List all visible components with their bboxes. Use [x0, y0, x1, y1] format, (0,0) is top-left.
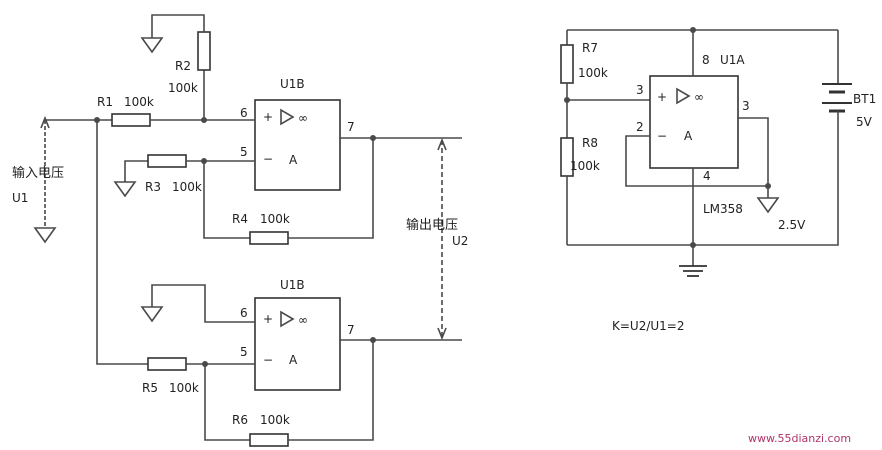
wire-u1a-out	[738, 117, 769, 186]
opamp-u1a-minus-sign: −	[657, 129, 667, 143]
r1-label: R1	[97, 95, 113, 109]
ground-bottom-icon	[140, 306, 164, 323]
wire-r3-ground	[124, 160, 148, 182]
r5-label: R5	[142, 381, 158, 395]
output-arrow-down-icon	[437, 327, 447, 341]
opamp-bottom-name: U1B	[280, 278, 305, 292]
ref-ground-icon	[756, 197, 780, 214]
output-arrow-up-icon	[437, 137, 447, 151]
gain-formula: K=U2/U1=2	[612, 319, 685, 333]
ref-voltage-label: 2.5V	[778, 218, 806, 232]
battery-name: BT1	[853, 92, 876, 106]
chip-name: LM358	[703, 202, 743, 216]
opamp-top-minus-sign: −	[263, 152, 273, 166]
opamp-top-infinity: ∞	[298, 111, 308, 125]
wire-r4-left	[203, 161, 250, 239]
opamp-top-body	[254, 99, 341, 191]
wire-input-to-r5	[96, 120, 148, 365]
wire-r6-right	[288, 340, 374, 441]
input-voltage-name: U1	[12, 191, 28, 205]
resistor-r5	[147, 357, 187, 371]
opamp-u1a-pin-gnd: 4	[703, 169, 711, 183]
r7-value: 100k	[578, 66, 608, 80]
opamp-u1a-pin-out: 3	[742, 99, 750, 113]
battery-value: 5V	[856, 115, 873, 129]
opamp-top-plus-sign: +	[263, 110, 273, 124]
opamp-u1a-plus-sign: +	[657, 90, 667, 104]
opamp-bottom-minus-sign: −	[263, 353, 273, 367]
opamp-u1a-amp-letter: A	[684, 129, 693, 143]
r2-label: R2	[175, 59, 191, 73]
r1-value: 100k	[124, 95, 154, 109]
junction-output-bottom	[370, 337, 376, 343]
opamp-u1a-pin-minus: 2	[636, 120, 644, 134]
opamp-u1a-pin-plus: 3	[636, 83, 644, 97]
resistor-r2	[197, 31, 211, 71]
opamp-bottom-pin-minus: 5	[240, 345, 248, 359]
ground-r3-icon	[113, 181, 137, 198]
opamp-bottom-plus-sign: +	[263, 312, 273, 326]
resistor-r1	[111, 113, 151, 127]
r5-value: 100k	[169, 381, 199, 395]
resistor-r7	[560, 44, 574, 84]
ground-r2-icon	[140, 37, 164, 54]
resistor-r4	[249, 231, 289, 245]
opamp-u1a-triangle-icon	[676, 87, 691, 105]
r4-label: R4	[232, 212, 248, 226]
opamp-top-triangle-icon	[280, 108, 295, 126]
r3-value: 100k	[172, 180, 202, 194]
opamp-top-pin-out: 7	[347, 120, 355, 134]
opamp-top-pin-minus: 5	[240, 145, 248, 159]
resistor-r6	[249, 433, 289, 447]
opamp-top-pin-plus: 6	[240, 106, 248, 120]
opamp-bottom-infinity: ∞	[298, 313, 308, 327]
r8-value: 100k	[570, 159, 600, 173]
watermark: www.55dianzi.com	[748, 432, 851, 445]
resistor-r3	[147, 154, 187, 168]
opamp-u1a-infinity: ∞	[694, 90, 704, 104]
opamp-top-name: U1B	[280, 77, 305, 91]
opamp-bottom-amp-letter: A	[289, 353, 298, 367]
wire-battery-bottom	[567, 111, 839, 246]
opamp-top-amp-letter: A	[289, 153, 298, 167]
junction-output-top	[370, 135, 376, 141]
r8-label: R8	[582, 136, 598, 150]
input-voltage-label: 输入电压	[12, 165, 64, 181]
output-voltage-name: U2	[452, 234, 468, 248]
r6-label: R6	[232, 413, 248, 427]
wire-r6-left	[204, 364, 250, 441]
ground-input-icon	[33, 227, 57, 244]
r6-value: 100k	[260, 413, 290, 427]
wire-bottom-plus-ground	[151, 284, 255, 323]
opamp-bottom-triangle-icon	[280, 310, 295, 328]
opamp-u1a-name: U1A	[720, 53, 745, 67]
wire-r4-right	[288, 138, 374, 239]
opamp-bottom-pin-plus: 6	[240, 306, 248, 320]
r2-value: 100k	[168, 81, 198, 95]
r7-label: R7	[582, 41, 598, 55]
wire-r2-high	[151, 14, 205, 38]
opamp-u1a-body	[649, 75, 739, 169]
opamp-bottom-pin-out: 7	[347, 323, 355, 337]
r3-label: R3	[145, 180, 161, 194]
wire-u1a-feedback	[625, 135, 768, 187]
opamp-bottom-body	[254, 297, 341, 391]
output-voltage-label: 输出电压	[406, 217, 458, 233]
opamp-u1a-pin-supply: 8	[702, 53, 710, 67]
r4-value: 100k	[260, 212, 290, 226]
input-arrow-icon	[40, 115, 50, 129]
